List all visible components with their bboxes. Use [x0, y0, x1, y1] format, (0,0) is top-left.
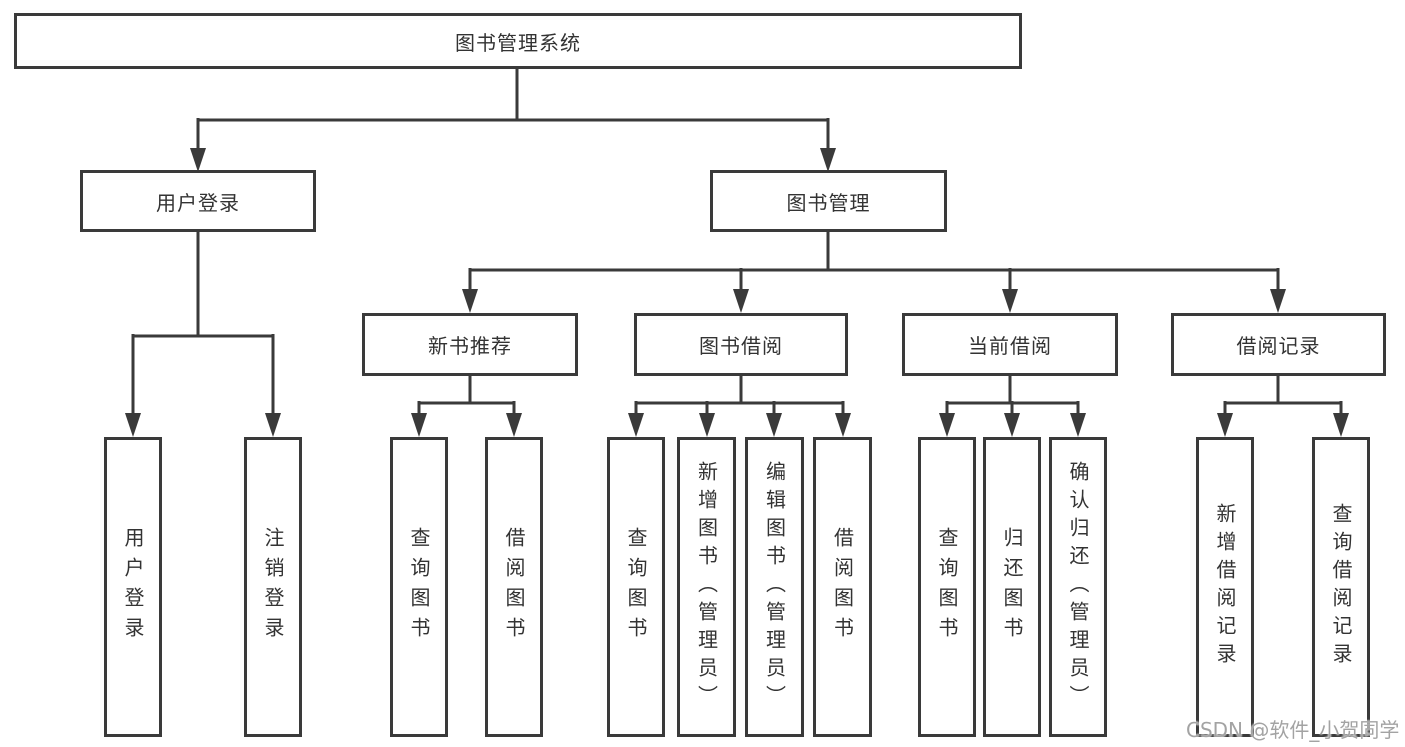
leaf-cb-confirm-return-admin: 确认归还（管理员）	[1049, 437, 1107, 737]
node-label: 图书管理	[786, 190, 871, 215]
leaf-br-add-record: 新增借阅记录	[1196, 437, 1254, 737]
leaf-user-login: 用户登录	[104, 437, 162, 737]
leaf-bb-add-books-admin: 新增图书（管理员）	[677, 437, 736, 737]
leaf-label: 借阅图书	[502, 527, 526, 647]
leaf-rec-borrow-books: 借阅图书	[485, 437, 543, 737]
leaf-label: 新增图书（管理员）	[694, 461, 719, 713]
leaf-label: 查询借阅记录	[1329, 503, 1353, 671]
leaf-label: 新增借阅记录	[1213, 503, 1237, 671]
leaf-label: 注销登录	[261, 527, 285, 647]
node-label: 当前借阅	[968, 334, 1052, 358]
leaf-logout: 注销登录	[244, 437, 302, 737]
connector-newbook-to-leaves	[411, 376, 522, 437]
leaf-label: 查询图书	[407, 527, 431, 647]
connector-bookborrow-to-leaves	[628, 376, 851, 437]
leaf-rec-query-books: 查询图书	[390, 437, 448, 737]
node-library-management-system: 图书管理系统	[14, 13, 1022, 69]
csdn-watermark: CSDN @软件_小贺同学	[1186, 718, 1400, 742]
node-book-borrowing: 图书借阅	[634, 313, 848, 376]
node-label: 新书推荐	[428, 334, 512, 358]
connector-root-to-level2	[190, 69, 836, 172]
leaf-cb-query-books: 查询图书	[918, 437, 976, 737]
leaf-label: 查询图书	[624, 527, 648, 647]
leaf-label: 用户登录	[121, 527, 145, 647]
leaf-label: 查询图书	[935, 527, 959, 647]
leaf-cb-return-books: 归还图书	[983, 437, 1041, 737]
leaf-bb-query-books: 查询图书	[607, 437, 665, 737]
node-user-login: 用户登录	[80, 170, 316, 232]
connector-bookmgmt-to-level3	[462, 232, 1286, 313]
node-current-borrowing: 当前借阅	[902, 313, 1118, 376]
connector-currentborrow-to-leaves	[939, 376, 1086, 437]
node-label: 用户登录	[156, 190, 240, 215]
leaf-br-query-record: 查询借阅记录	[1312, 437, 1370, 737]
leaf-label: 借阅图书	[830, 527, 855, 647]
node-label: 借阅记录	[1236, 334, 1321, 358]
node-borrowing-records: 借阅记录	[1171, 313, 1386, 376]
leaf-label: 编辑图书（管理员）	[762, 461, 787, 713]
leaf-bb-edit-books-admin: 编辑图书（管理员）	[745, 437, 804, 737]
leaf-bb-borrow-books: 借阅图书	[813, 437, 872, 737]
leaf-label: 归还图书	[1000, 527, 1024, 647]
connector-records-to-leaves	[1217, 376, 1349, 437]
node-label: 图书借阅	[699, 334, 783, 358]
leaf-label: 确认归还（管理员）	[1066, 461, 1090, 713]
node-new-book-recommendation: 新书推荐	[362, 313, 578, 376]
connector-userlogin-to-leaves	[125, 232, 281, 437]
node-book-management: 图书管理	[710, 170, 947, 232]
node-label: 图书管理系统	[455, 30, 581, 55]
